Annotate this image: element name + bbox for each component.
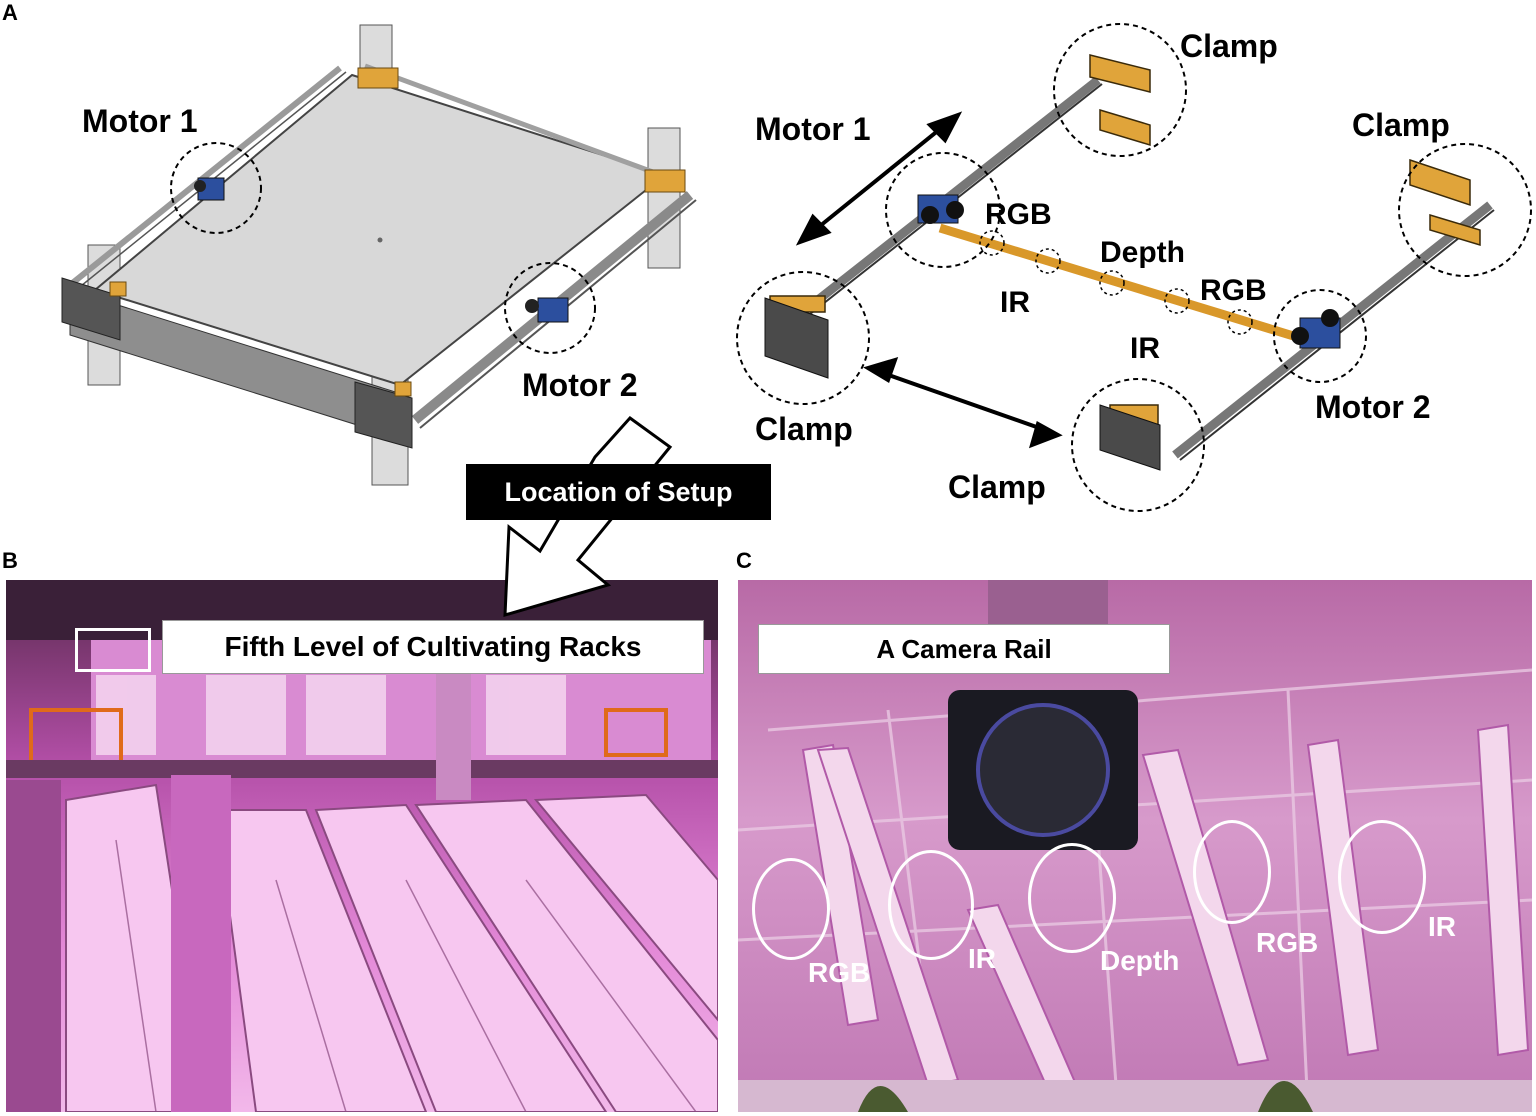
location-of-setup-label: Location of Setup — [466, 464, 771, 520]
rail-sensor-ir-2: IR — [1130, 332, 1160, 365]
right-motor-1 — [917, 194, 964, 224]
left-motor-1-label: Motor 1 — [82, 103, 198, 139]
rail-sensor-rgb-2: RGB — [1200, 274, 1267, 307]
right-motor-2 — [1291, 309, 1341, 349]
photo-label-ir-2: IR — [1428, 911, 1456, 942]
photo-label-ir-1: IR — [968, 943, 996, 974]
left-motor-2-label: Motor 2 — [522, 367, 638, 403]
motor-1-highlight — [170, 142, 262, 234]
fan-unit — [948, 690, 1138, 850]
rail-sensor-depth: Depth — [1100, 236, 1185, 269]
farm-racks-drawing — [6, 580, 718, 1112]
sensor-ring-ir-2 — [1338, 820, 1426, 934]
right-motor-1-label: Motor 1 — [755, 111, 871, 147]
photo-label-depth: Depth — [1100, 945, 1179, 976]
panel-letter-c: C — [736, 548, 752, 573]
clamp-label-3: Clamp — [755, 411, 853, 447]
rack-highlight-box — [75, 628, 151, 672]
clamp-highlights — [736, 23, 1532, 512]
motor-1-part — [194, 177, 225, 201]
photo-label-rgb-2: RGB — [1256, 927, 1318, 958]
sensor-ring-ir-1 — [888, 850, 974, 960]
rail-sensor-rgb-1: RGB — [985, 198, 1052, 231]
clamp-label-4: Clamp — [948, 469, 1046, 505]
right-motor-2-label: Motor 2 — [1315, 389, 1431, 425]
motion-arrows — [795, 111, 1063, 449]
sensor-ring-rgb-1 — [752, 858, 830, 960]
sensor-ring-depth — [1028, 843, 1116, 953]
left-gantry-clamps — [109, 67, 686, 397]
rail-sensor-markers — [979, 230, 1253, 335]
panel-letter-a: A — [2, 0, 18, 25]
right-clamp-plates — [764, 297, 1161, 471]
camera-rail-drawing — [738, 580, 1532, 1112]
clamp-label-2: Clamp — [1352, 107, 1450, 143]
motor-2-highlight — [504, 262, 596, 354]
panel-a-right-rail: Motor 1 Motor 2 Clamp Clamp Clamp Clamp … — [736, 23, 1532, 512]
camera-rail-bar — [938, 223, 1302, 343]
motor-highlights — [885, 152, 1367, 383]
rail-sensor-ir-1: IR — [1000, 286, 1030, 319]
panel-letter-b: B — [2, 548, 18, 573]
motor-2-part — [525, 297, 569, 323]
panel-b-callout: Fifth Level of Cultivating Racks — [162, 620, 704, 674]
clamp-label-1: Clamp — [1180, 28, 1278, 64]
photo-label-rgb-1: RGB — [808, 957, 870, 988]
sensor-ring-rgb-2 — [1193, 820, 1271, 924]
panel-a-left-gantry: Motor 1 Motor 2 — [61, 24, 697, 486]
panel-c-callout: A Camera Rail — [758, 624, 1170, 674]
